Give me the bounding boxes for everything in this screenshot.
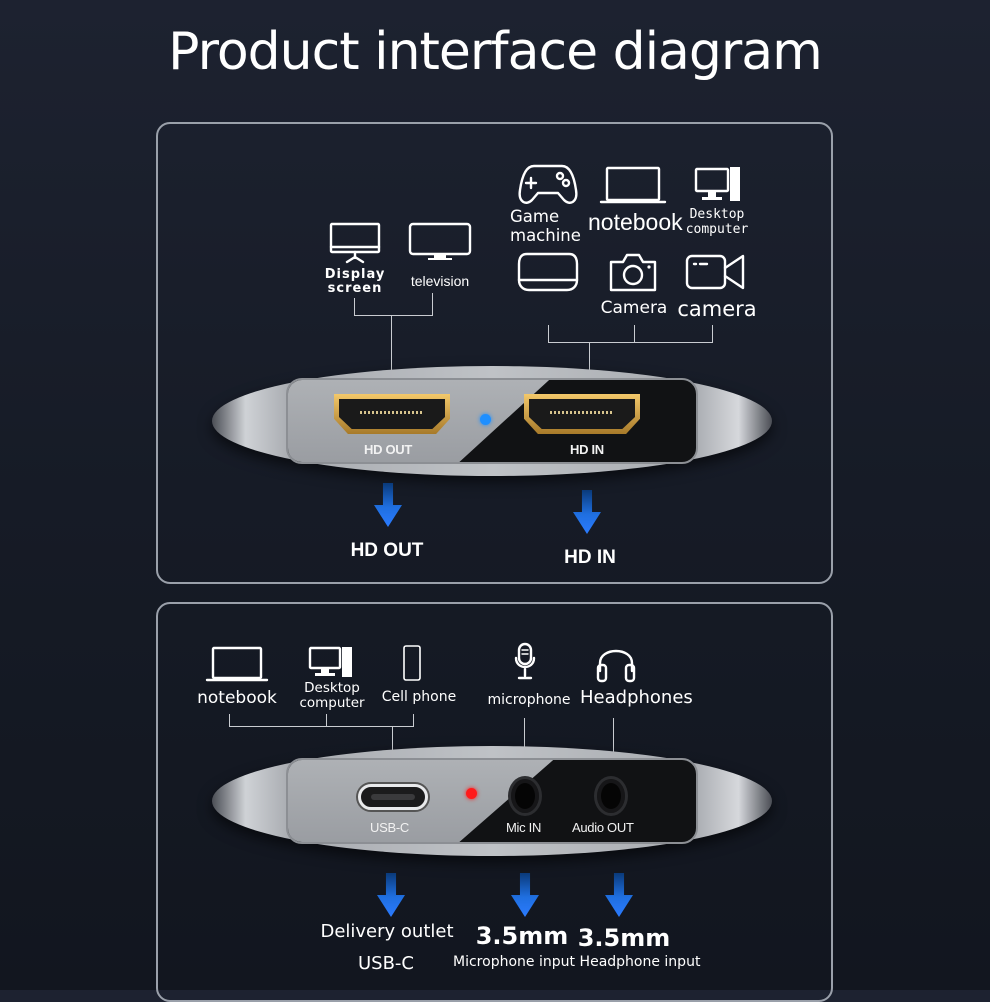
hdmi-out-port[interactable] bbox=[334, 394, 450, 434]
hd-out-caption: HD OUT bbox=[350, 540, 424, 561]
usb-c-caption-line2: USB-C bbox=[357, 953, 414, 974]
headphones-icon bbox=[596, 649, 636, 683]
usb-desktop-computer-label: Desktop computer bbox=[299, 680, 365, 711]
desktop-computer-label: Desktop computer bbox=[685, 207, 749, 237]
headphone-caption-line1: 3.5mm bbox=[577, 924, 671, 952]
desktop-computer-icon bbox=[694, 167, 740, 201]
blue-led-indicator bbox=[480, 414, 491, 425]
gamepad-icon bbox=[518, 164, 578, 204]
connector-line bbox=[354, 298, 355, 316]
microphone-icon bbox=[514, 642, 536, 680]
connector-line bbox=[354, 315, 433, 316]
television-label: television bbox=[410, 273, 470, 289]
usb-c-port[interactable] bbox=[358, 784, 428, 810]
mic-caption-line2: Microphone input bbox=[453, 954, 575, 970]
usb-c-port-label: USB-C bbox=[370, 820, 409, 835]
red-led-indicator bbox=[466, 788, 477, 799]
connector-line bbox=[413, 714, 414, 727]
desktop-computer-icon bbox=[308, 646, 352, 677]
connector-line bbox=[326, 714, 327, 727]
video-camera-label: camera bbox=[677, 297, 757, 321]
hd-out-port-label: HD OUT bbox=[364, 442, 413, 457]
connector-line bbox=[613, 718, 614, 770]
microphone-label: microphone bbox=[487, 692, 571, 708]
cell-phone-label: Cell phone bbox=[381, 689, 457, 705]
connector-line bbox=[712, 325, 713, 343]
hd-in-port-label: HD IN bbox=[570, 442, 604, 457]
game-machine-label: Game machine bbox=[510, 207, 581, 245]
connector-line bbox=[589, 342, 590, 387]
hdmi-in-port[interactable] bbox=[524, 394, 640, 434]
connector-line bbox=[548, 342, 713, 343]
laptop-icon bbox=[599, 166, 667, 204]
connector-line bbox=[229, 714, 230, 727]
connector-line bbox=[524, 718, 525, 770]
headphones-label: Headphones bbox=[580, 687, 693, 708]
notebook-label: notebook bbox=[588, 209, 683, 235]
usb-notebook-label: notebook bbox=[197, 688, 277, 708]
photo-camera-label: Camera bbox=[600, 298, 668, 318]
connector-line bbox=[548, 325, 549, 343]
mic-caption-line1: 3.5mm bbox=[475, 922, 569, 950]
connector-line bbox=[229, 726, 414, 727]
set-top-box-icon bbox=[517, 252, 579, 292]
photo-camera-icon bbox=[609, 253, 657, 292]
monitor-icon bbox=[329, 222, 381, 264]
capture-card-hdmi-side: HD OUT HD IN bbox=[212, 366, 772, 476]
connector-line bbox=[634, 325, 635, 343]
mic-in-jack[interactable] bbox=[508, 776, 542, 816]
connector-line bbox=[392, 726, 393, 770]
video-camera-icon bbox=[685, 254, 745, 290]
hd-in-caption: HD IN bbox=[564, 547, 616, 568]
hdmi-interface-panel bbox=[156, 122, 833, 584]
connector-line bbox=[391, 315, 392, 387]
usb-c-caption-line1: Delivery outlet bbox=[320, 921, 454, 942]
connector-line bbox=[432, 293, 433, 316]
cell-phone-icon bbox=[403, 645, 421, 681]
headphone-caption-line2: Headphone input bbox=[579, 954, 701, 970]
audio-out-jack[interactable] bbox=[594, 776, 628, 816]
capture-card-usb-audio-side: USB-C Mic IN Audio OUT bbox=[212, 746, 772, 856]
mic-in-port-label: Mic IN bbox=[506, 820, 542, 835]
page-title: Product interface diagram bbox=[168, 22, 823, 82]
display-screen-label: Display screen bbox=[324, 267, 386, 296]
audio-out-port-label: Audio OUT bbox=[572, 820, 634, 835]
tv-icon bbox=[408, 222, 472, 260]
laptop-icon bbox=[205, 646, 269, 682]
